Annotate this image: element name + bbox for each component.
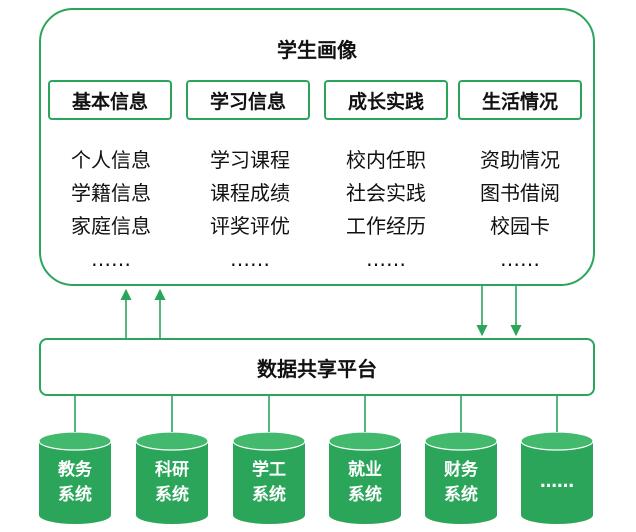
life-status-items: 资助情况 图书借阅 校园卡 …… [462,144,578,276]
system-cylinder-academic: 教务系统 [38,431,112,524]
system-label: 学工系统 [252,460,286,505]
category-basic-info: 基本信息 [48,80,172,120]
category-label: 基本信息 [71,90,148,113]
category-label: 生活情况 [481,90,558,113]
system-cylinder-more: …… [520,431,594,524]
system-label: …… [540,472,574,492]
list-item: …… [366,247,406,271]
database-icon [135,431,209,524]
list-item: 学籍信息 [71,181,151,205]
category-life-status: 生活情况 [458,80,582,120]
list-item: 社会实践 [346,181,426,205]
student-portrait-box: 学生画像 基本信息 学习信息 成长实践 生活情况 个人信息 学籍信息 家庭信息 … [39,8,595,286]
data-sharing-platform: 数据共享平台 [39,338,595,396]
list-item: 个人信息 [71,148,151,172]
category-label: 成长实践 [347,90,424,113]
system-cylinder-research: 科研系统 [135,431,209,524]
database-icon [520,431,594,524]
list-item: 家庭信息 [71,214,151,238]
system-label: 财务系统 [444,460,478,505]
study-info-items: 学习课程 课程成绩 评奖评优 …… [192,144,308,276]
database-icon [328,431,402,524]
growth-practice-items: 校内任职 社会实践 工作经历 …… [328,144,444,276]
database-icon [424,431,498,524]
list-item: 工作经历 [346,214,426,238]
list-item: 图书借阅 [480,181,560,205]
basic-info-items: 个人信息 学籍信息 家庭信息 …… [53,144,169,276]
list-item: …… [230,247,270,271]
category-growth-practice: 成长实践 [324,80,448,120]
list-item: 学习课程 [210,148,290,172]
list-item: 资助情况 [480,148,560,172]
platform-label: 数据共享平台 [257,356,377,381]
system-cylinder-finance: 财务系统 [424,431,498,524]
system-cylinder-student-affairs: 学工系统 [232,431,306,524]
list-item: 校园卡 [490,214,550,238]
system-label: 教务系统 [58,460,92,505]
list-item: 校内任职 [346,148,426,172]
system-cylinder-employment: 就业系统 [328,431,402,524]
system-label: 就业系统 [348,460,382,505]
portrait-title: 学生画像 [277,38,357,62]
category-label: 学习信息 [209,90,286,113]
category-study-info: 学习信息 [186,80,310,120]
list-item: 课程成绩 [210,181,290,205]
system-label: 科研系统 [155,460,189,505]
list-item: 评奖评优 [210,214,290,238]
list-item: …… [500,247,540,271]
database-icon [38,431,112,524]
list-item: …… [91,247,131,271]
